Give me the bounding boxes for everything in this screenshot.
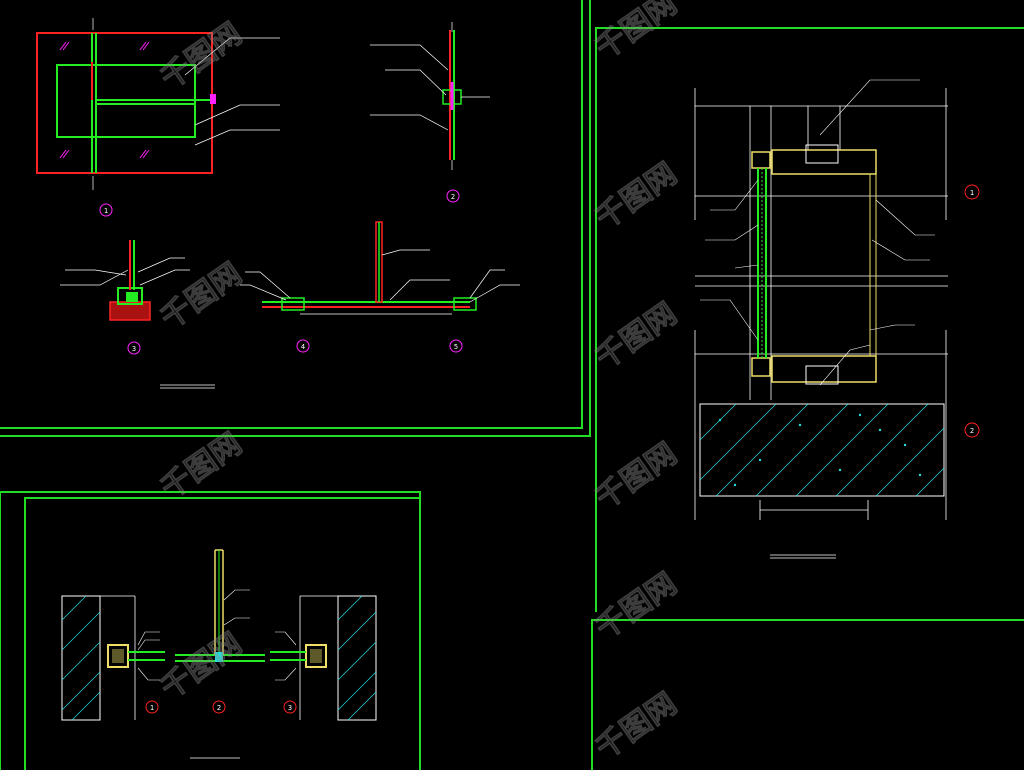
frame-right-inner xyxy=(595,27,1024,612)
detail-vertical-section: 1 2 xyxy=(694,79,980,559)
bottom-marker-2 xyxy=(212,700,226,714)
callout-marker-1-label: 1 xyxy=(104,207,108,215)
detail-section-4-5: 4 5 xyxy=(160,221,520,389)
callout-marker-2-label: 2 xyxy=(451,193,455,201)
frame-top-left-inner xyxy=(0,0,583,429)
concrete-hatch xyxy=(699,403,945,497)
callout-marker-4-label: 4 xyxy=(301,343,305,351)
frame-right-outer xyxy=(591,619,1024,770)
callout-marker-2 xyxy=(446,189,460,203)
bottom-marker-3 xyxy=(283,700,297,714)
bottom-marker-1-label: 1 xyxy=(150,704,154,712)
detail-horizontal-sections: 1 2 3 xyxy=(61,549,377,759)
right-marker-1-label: 1 xyxy=(970,189,974,197)
detail-elevation-1: 1 xyxy=(36,18,280,217)
callout-marker-3-label: 3 xyxy=(132,345,136,353)
detail-section-2: 2 xyxy=(370,22,490,203)
callout-marker-3 xyxy=(127,341,141,355)
callout-marker-5 xyxy=(449,339,463,353)
right-marker-1 xyxy=(964,184,980,200)
detail-section-3: 3 xyxy=(60,240,190,355)
bottom-marker-2-label: 2 xyxy=(217,704,221,712)
bottom-marker-1 xyxy=(145,700,159,714)
right-marker-2-label: 2 xyxy=(970,427,974,435)
right-marker-2 xyxy=(964,422,980,438)
callout-marker-5-label: 5 xyxy=(454,343,458,351)
frame-bottom-inner xyxy=(24,497,421,770)
callout-marker-1 xyxy=(99,203,113,217)
callout-marker-4 xyxy=(296,339,310,353)
bottom-marker-3-label: 3 xyxy=(288,704,292,712)
frame-top-left-outer xyxy=(0,0,591,437)
